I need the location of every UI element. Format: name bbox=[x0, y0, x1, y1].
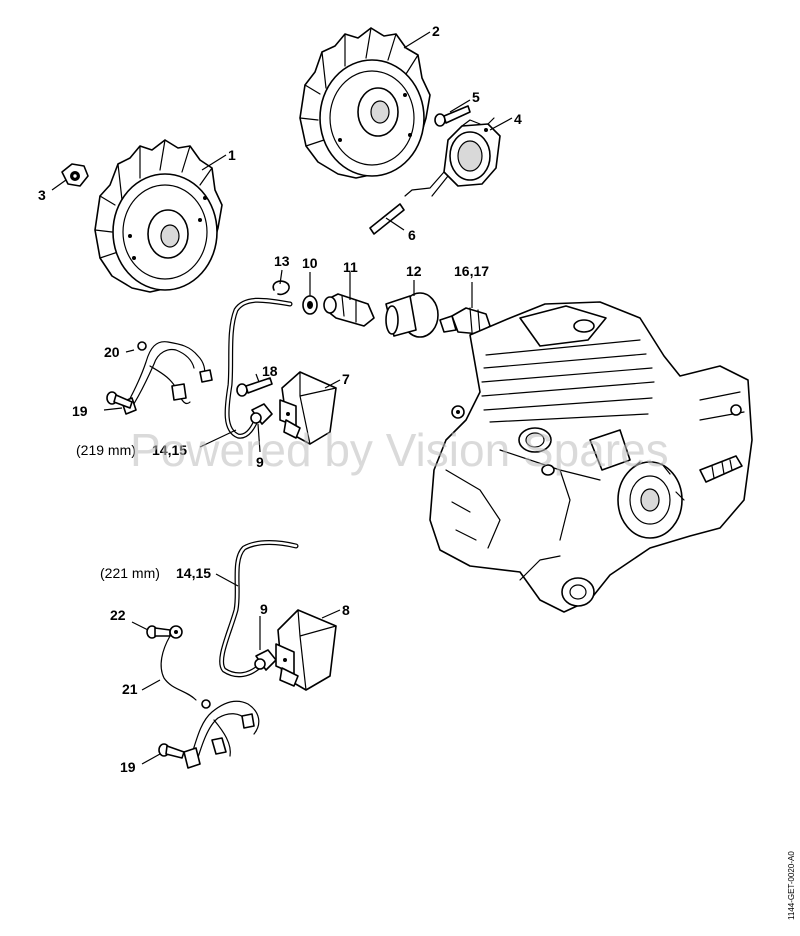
ignition-lead-221mm[interactable] bbox=[219, 540, 299, 678]
callout-9b: 9 bbox=[260, 601, 268, 617]
callout-labels: 1 2 3 4 5 6 13 10 11 12 16,17 20 18 7 19… bbox=[38, 23, 522, 775]
ignition-module-7[interactable] bbox=[279, 371, 337, 445]
spring-10[interactable] bbox=[302, 295, 318, 315]
callout-9a: 9 bbox=[256, 454, 264, 470]
callout-13: 13 bbox=[274, 253, 290, 269]
boot-12[interactable] bbox=[385, 292, 439, 338]
callout-5: 5 bbox=[472, 89, 480, 105]
callout-21: 21 bbox=[122, 681, 138, 697]
spark-plug-16-17[interactable] bbox=[439, 307, 491, 335]
callout-14-15a-length: (219 mm) bbox=[76, 442, 136, 458]
screw-5[interactable] bbox=[434, 105, 471, 127]
callout-12: 12 bbox=[406, 263, 422, 279]
engine-crankcase bbox=[429, 301, 753, 613]
callout-7: 7 bbox=[342, 371, 350, 387]
callout-20: 20 bbox=[104, 344, 120, 360]
flywheel-2[interactable] bbox=[299, 27, 431, 179]
pawl-carrier-4[interactable] bbox=[404, 117, 501, 197]
callout-19b: 19 bbox=[120, 759, 136, 775]
callout-19a: 19 bbox=[72, 403, 88, 419]
callout-11: 11 bbox=[343, 259, 358, 275]
screw-19b[interactable] bbox=[158, 743, 185, 759]
connector-9a[interactable] bbox=[250, 403, 273, 425]
callout-10: 10 bbox=[302, 255, 318, 271]
callout-22: 22 bbox=[110, 607, 126, 623]
nut-3[interactable] bbox=[61, 163, 89, 187]
callout-4: 4 bbox=[514, 111, 522, 127]
callout-8: 8 bbox=[342, 602, 350, 618]
callout-6: 6 bbox=[408, 227, 416, 243]
watermark: Powered by Vision Spares bbox=[130, 424, 669, 476]
callout-3: 3 bbox=[38, 187, 46, 203]
callout-14-15b: 14,15 bbox=[176, 565, 211, 581]
callout-2: 2 bbox=[432, 23, 440, 39]
spring-clip-13[interactable] bbox=[272, 280, 290, 296]
screw-22[interactable] bbox=[146, 625, 171, 639]
flywheel-1[interactable] bbox=[94, 139, 223, 293]
spark-plug-cap-11[interactable] bbox=[323, 293, 375, 327]
callout-1: 1 bbox=[228, 147, 236, 163]
callout-14-15b-length: (221 mm) bbox=[100, 565, 160, 581]
connector-9b[interactable] bbox=[254, 649, 277, 671]
leader-lines bbox=[51, 31, 513, 765]
callout-16-17: 16,17 bbox=[454, 263, 489, 279]
callout-14-15a: 14,15 bbox=[152, 442, 187, 458]
ignition-module-8[interactable] bbox=[275, 609, 337, 691]
ground-wire-21[interactable] bbox=[160, 625, 197, 701]
screw-18[interactable] bbox=[236, 377, 273, 397]
drawing-code: 1144-GET-0020-A0 bbox=[787, 851, 796, 920]
callout-18: 18 bbox=[262, 363, 278, 379]
screw-19a[interactable] bbox=[106, 391, 133, 409]
wiring-harness-lower[interactable] bbox=[183, 699, 260, 769]
wiring-harness-20[interactable] bbox=[121, 341, 213, 415]
ignition-lead-219mm[interactable] bbox=[224, 297, 293, 439]
